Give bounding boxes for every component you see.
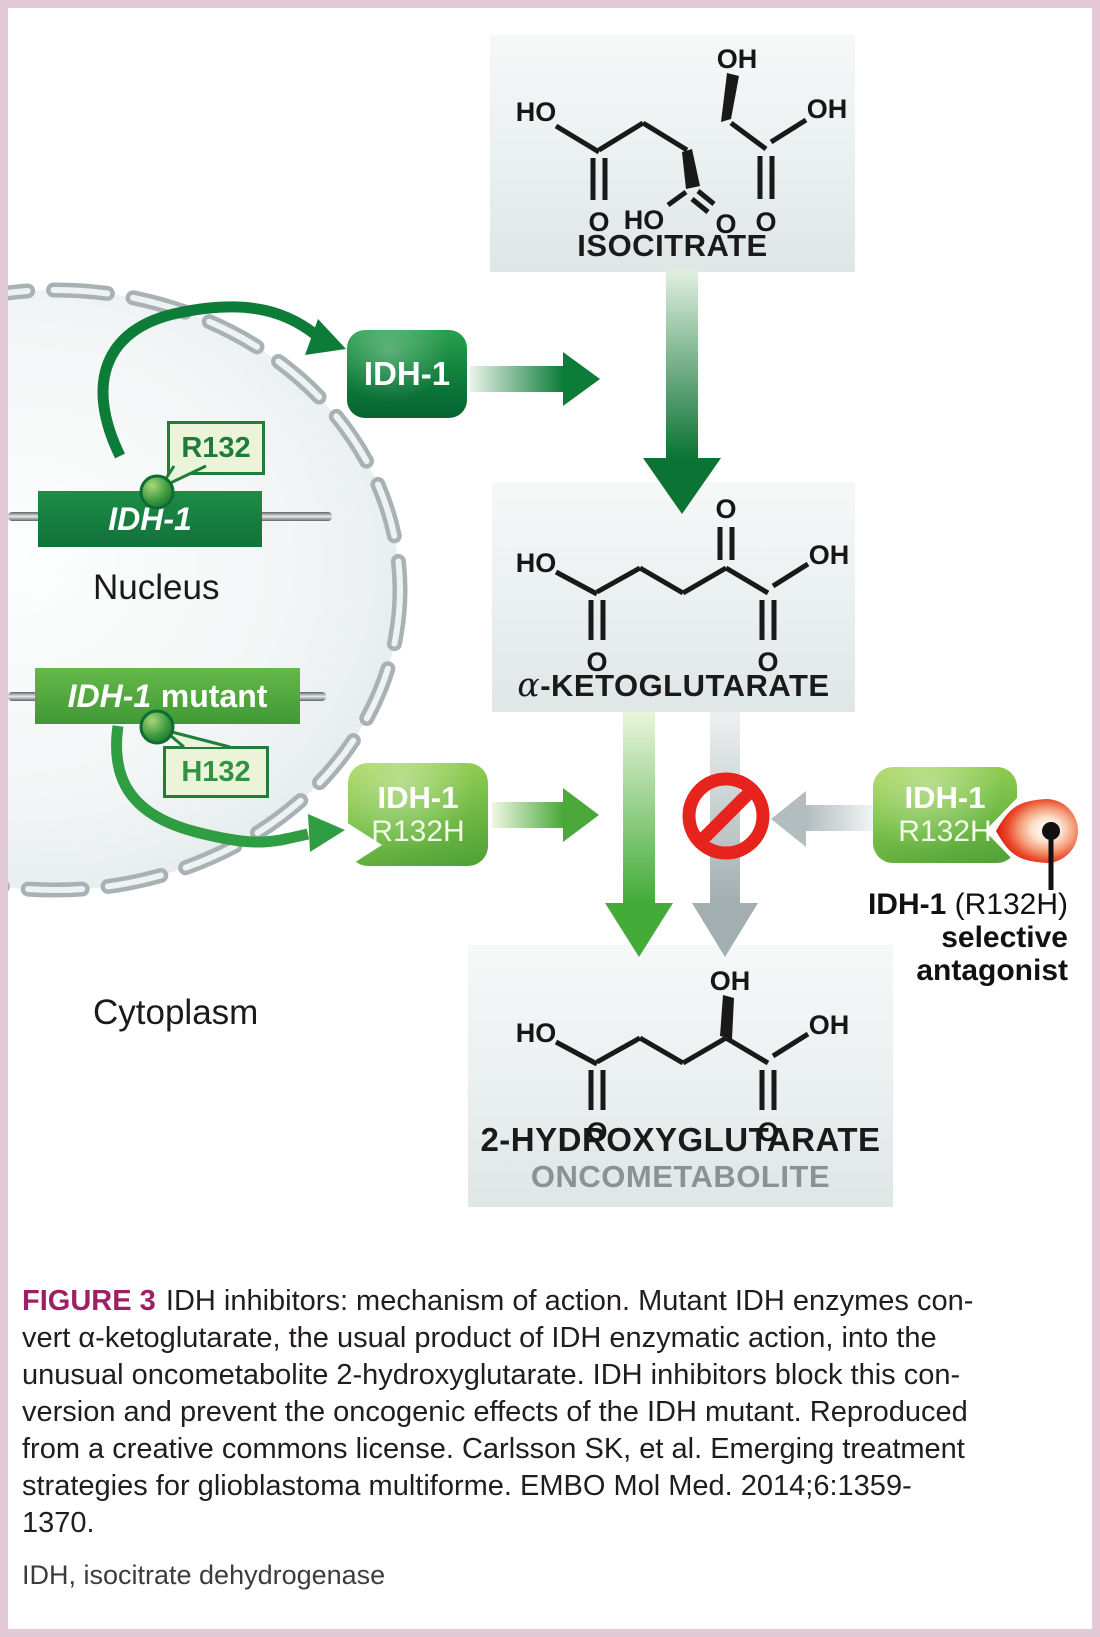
residue-r132-callout: R132 bbox=[167, 421, 265, 475]
atom-label: OH bbox=[710, 966, 751, 996]
figure-number-label: FIGURE 3 bbox=[22, 1285, 156, 1317]
antagonist-name: IDH-1 bbox=[867, 888, 947, 921]
caption-line: strategies for glioblastoma multiforme. … bbox=[22, 1470, 912, 1502]
nucleus-shape bbox=[0, 282, 408, 898]
enzyme-idh1-r132h-box: IDH-1 R132H bbox=[348, 763, 488, 866]
arrow-isocitrate-to-akg bbox=[643, 270, 721, 514]
caption-line: unusual oncometabolite 2-hydroxyglutarat… bbox=[22, 1359, 961, 1391]
caption-line: 1370. bbox=[22, 1507, 95, 1539]
arrow-wt-gene-to-enzyme bbox=[97, 301, 346, 459]
arrow-akg-to-2hg bbox=[605, 712, 673, 957]
antagonist-line3: antagonist bbox=[916, 954, 1068, 987]
caption-text: IDH inhibitors: mechanism of action. Mut… bbox=[165, 1285, 974, 1317]
atom-label: HO bbox=[516, 548, 557, 578]
enzyme-r132h-variant: R132H bbox=[371, 814, 465, 848]
caption-line: from a creative commons license. Carlsso… bbox=[22, 1433, 965, 1465]
akg-structure: HO O O O OH bbox=[516, 494, 850, 677]
enzyme-idh1-box: IDH-1 bbox=[347, 330, 467, 418]
nucleus-label: Nucleus bbox=[93, 568, 220, 607]
atom-label: OH bbox=[809, 540, 850, 570]
alpha-symbol: α bbox=[517, 665, 541, 704]
atom-label: HO bbox=[516, 1018, 557, 1048]
atom-label: HO bbox=[624, 205, 665, 235]
gene-idh1-label: IDH-1 bbox=[108, 500, 192, 537]
antagonist-line1: IDH-1 (R132H) bbox=[820, 888, 1068, 921]
cytoplasm-label: Cytoplasm bbox=[93, 993, 259, 1032]
antagonist-caption: IDH-1 (R132H) selective antagonist bbox=[820, 888, 1068, 987]
hydroxyglutarate-panel: 2-HYDROXYGLUTARATE ONCOMETABOLITE bbox=[468, 945, 893, 1207]
residue-h132-callout: H132 bbox=[163, 746, 269, 798]
residue-r132-label: R132 bbox=[181, 431, 251, 464]
alpha-ketoglutarate-label: α-KETOGLUTARATE bbox=[492, 665, 855, 704]
caption-line: vert α-ketoglutarate, the usual product … bbox=[22, 1322, 937, 1354]
residue-h132-label: H132 bbox=[181, 755, 251, 788]
atom-label: O bbox=[715, 209, 736, 239]
oncometabolite-label: ONCOMETABOLITE bbox=[530, 1159, 831, 1194]
atom-label: O bbox=[588, 207, 609, 237]
gene-idh1-mutant-name: IDH-1 bbox=[67, 677, 152, 714]
abbreviation-footnote: IDH, isocitrate dehydrogenase bbox=[22, 1560, 386, 1590]
isocitrate-panel: ISOCITRATE bbox=[490, 35, 855, 272]
hydroxyglutarate-label: 2-HYDROXYGLUTARATE bbox=[480, 1121, 881, 1158]
arrow-wt-enzyme-action bbox=[470, 352, 600, 406]
antagonist-line2: selective bbox=[941, 921, 1068, 954]
enzyme-r132h-target-variant: R132H bbox=[898, 815, 992, 848]
gene-idh1-mutant-suffix: mutant bbox=[160, 677, 268, 714]
diagram-graphics: HO O HO O OH O OH HO O O O bbox=[0, 44, 873, 1147]
alpha-ketoglutarate-panel: α-KETOGLUTARATE bbox=[492, 482, 855, 712]
arrow-mut-enzyme-action bbox=[492, 788, 599, 842]
atom-label: O bbox=[757, 647, 778, 677]
arrow-antagonist-inhibition bbox=[771, 791, 873, 847]
atom-label: O bbox=[586, 647, 607, 677]
atom-label: HO bbox=[516, 97, 557, 127]
enzyme-idh1-r132h-target-box: IDH-1 R132H bbox=[873, 767, 1017, 863]
caption-line: FIGURE 3 IDH inhibitors: mechanism of act… bbox=[22, 1283, 1084, 1320]
enzyme-idh1-label: IDH-1 bbox=[363, 355, 451, 392]
isocitrate-structure: HO O HO O OH O OH bbox=[516, 44, 848, 239]
isocitrate-label: ISOCITRATE bbox=[577, 228, 768, 263]
atom-label: OH bbox=[717, 44, 758, 74]
atom-label: O bbox=[715, 494, 736, 524]
hydroxyglutarate-structure: HO O OH O OH bbox=[516, 966, 850, 1147]
enzyme-r132h-target-name: IDH-1 bbox=[904, 780, 986, 815]
prohibition-icon bbox=[682, 772, 770, 860]
ketoglutarate-text: -KETOGLUTARATE bbox=[540, 668, 830, 703]
arrow-mut-gene-to-enzyme bbox=[111, 725, 345, 852]
gene-idh1-mutant-bar: IDH-1 mutant bbox=[35, 668, 300, 724]
atom-label: OH bbox=[807, 94, 848, 124]
antagonist-variant: (R132H) bbox=[954, 888, 1068, 921]
enzyme-r132h-name: IDH-1 bbox=[377, 779, 459, 815]
gene-idh1-bar: IDH-1 bbox=[38, 491, 262, 547]
caption-line: version and prevent the oncogenic effect… bbox=[22, 1396, 968, 1428]
atom-label: O bbox=[586, 1117, 607, 1147]
atom-label: OH bbox=[809, 1010, 850, 1040]
figure-caption: FIGURE 3 IDH inhibitors: mechanism of act… bbox=[22, 1283, 1084, 1542]
atom-label: O bbox=[757, 1117, 778, 1147]
atom-label: O bbox=[755, 207, 776, 237]
